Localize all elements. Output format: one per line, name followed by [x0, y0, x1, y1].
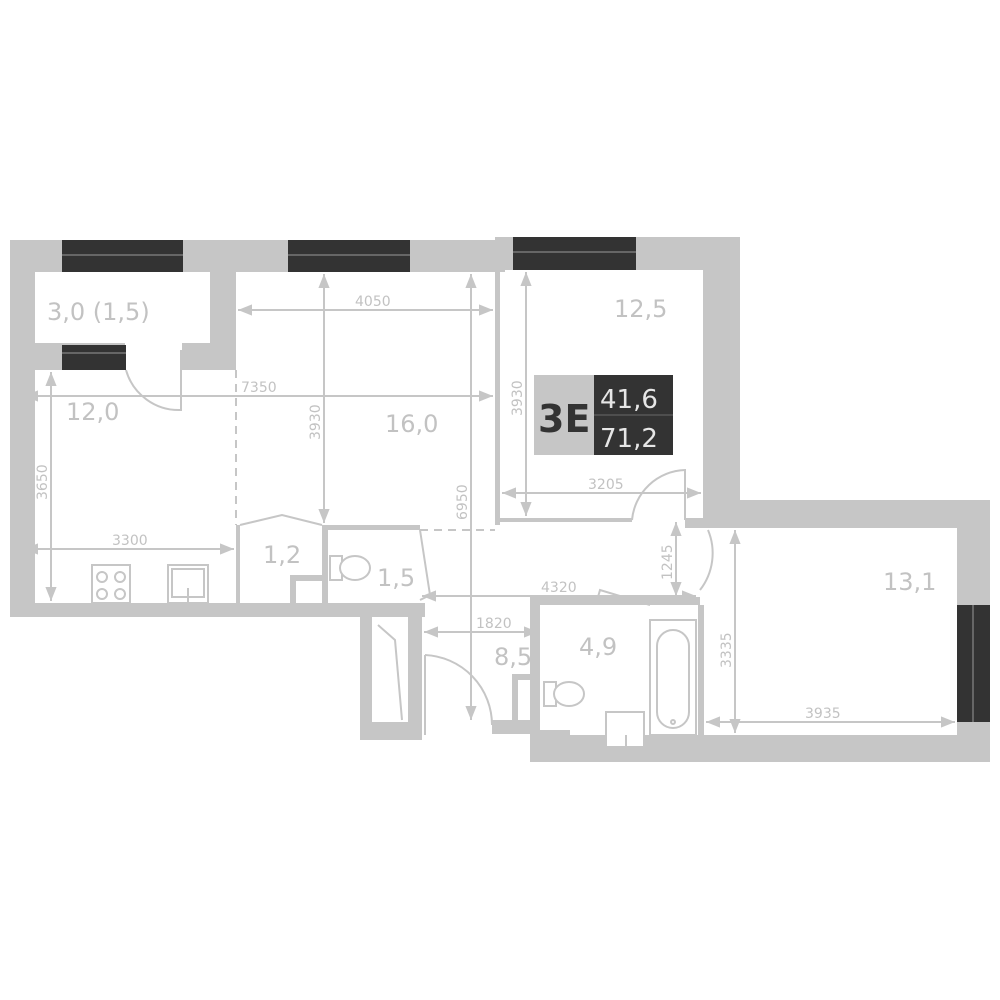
window: [513, 237, 636, 270]
dim-bedroom2-height: 3335: [719, 632, 735, 668]
fixtures: [91, 555, 697, 748]
dim-living-width: 4050: [355, 294, 391, 310]
dimension-lines: [24, 272, 955, 733]
dim-total-width: 7350: [241, 380, 277, 396]
room-area-bedroom2: 13,1: [883, 568, 936, 596]
room-area-wc: 1,5: [377, 564, 415, 592]
toilet-icon: [329, 555, 371, 581]
window: [62, 345, 126, 370]
apartment-badge: 3E 41,6 71,2: [534, 375, 673, 455]
windows: [62, 237, 990, 722]
bathtub-icon: [649, 619, 697, 736]
room-area-loggia: 3,0 (1,5): [47, 298, 150, 326]
apartment-type: 3E: [538, 397, 590, 441]
dim-total-depth: 6950: [455, 484, 471, 520]
dim-bedroom2-width: 3935: [805, 706, 841, 722]
window: [288, 240, 410, 272]
toilet-icon: [543, 681, 585, 707]
bathroom-sink-icon: [605, 711, 645, 748]
dim-kitchen-height: 3650: [35, 464, 51, 500]
window: [62, 240, 183, 272]
room-area-living: 16,0: [385, 410, 438, 438]
stove-icon: [91, 564, 131, 604]
total-area: 71,2: [600, 424, 658, 454]
room-area-hall: 8,5: [494, 643, 532, 671]
room-area-bedroom1: 12,5: [614, 295, 667, 323]
dim-corridor-width: 1820: [476, 616, 512, 632]
room-area-bathroom: 4,9: [579, 633, 617, 661]
dim-living-height: 3930: [308, 404, 324, 440]
walls: [10, 237, 990, 762]
living-area: 41,6: [600, 385, 658, 415]
kitchen-sink-icon: [167, 564, 209, 604]
room-area-kitchen: 12,0: [66, 398, 119, 426]
room-area-closet: 1,2: [263, 541, 301, 569]
dim-bedroom1-height: 3930: [510, 380, 526, 416]
dim-bedroom1-width: 3205: [588, 477, 624, 493]
dim-hall-depth: 1245: [660, 544, 676, 580]
dim-hall-width: 4320: [541, 580, 577, 596]
dim-kitchen-width: 3300: [112, 533, 148, 549]
